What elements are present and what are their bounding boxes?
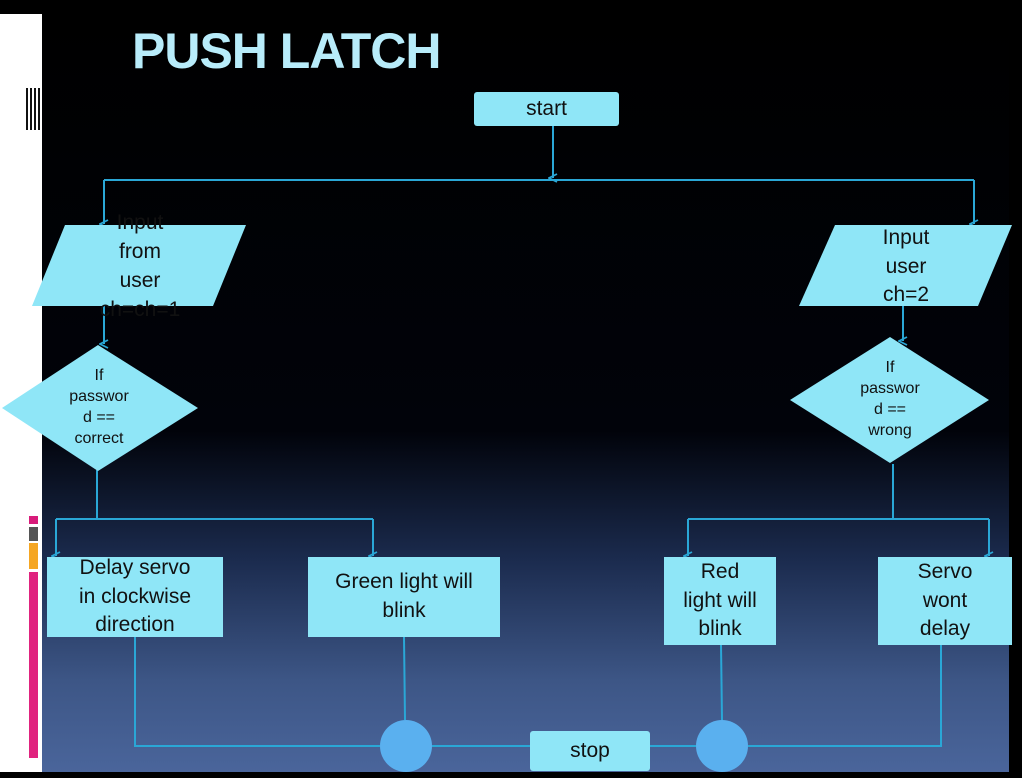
input-left-label: Input from user ch=ch=1 [99,211,181,321]
decision-left-label: If passwor d == correct [69,367,129,447]
connector-delay-to-junction [134,637,380,747]
green-light-box: Green light will blink [308,557,500,637]
decision-right-shape [790,337,989,463]
red-light-box: Red light will blink [664,557,776,645]
junction-circle-left [380,720,432,772]
stop-node: stop [530,731,650,771]
start-node: start [474,92,619,126]
slide-title: PUSH LATCH [132,23,442,79]
connector-green-to-junction [403,636,406,721]
barcode-decoration [26,88,40,130]
accent-bar-gray [29,527,38,541]
decision-right-label: If passwor d == wrong [860,359,920,439]
accent-bar-orange [29,543,38,569]
junction-circle-right [696,720,748,772]
input-right-label: Input user ch=2 [882,225,930,307]
connector-servo-to-junction [748,645,942,747]
input-right-shape [799,225,1012,306]
delay-servo-box: Delay servo in clockwise direction [47,556,223,637]
connector-red-to-junction [720,644,723,721]
accent-bar-magenta [29,572,38,758]
accent-bar-pink [29,516,38,524]
decision-left-shape [2,345,198,471]
input-left-shape [32,225,246,306]
servo-wont-delay-box: Servo wont delay [878,557,1012,645]
